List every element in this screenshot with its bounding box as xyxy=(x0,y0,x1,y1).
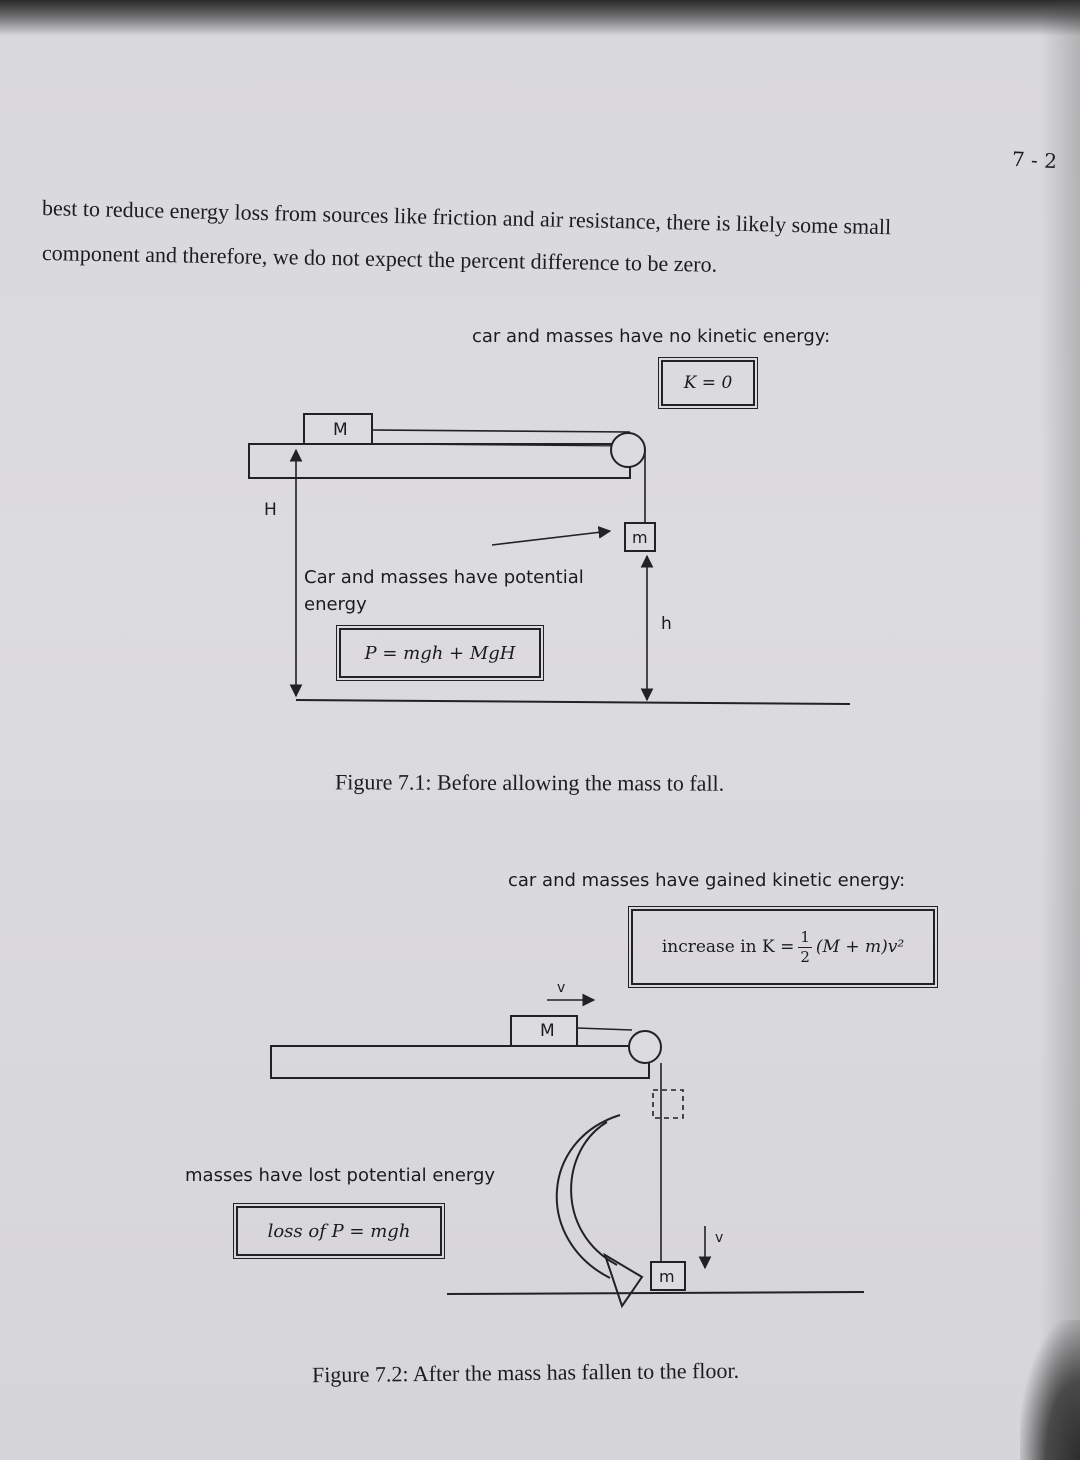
page-right-edge xyxy=(1040,0,1080,1460)
figure2-kinetic-suffix: (M + m)v² xyxy=(815,937,905,957)
figure2-loss-box: loss of P = mgh xyxy=(233,1203,445,1259)
figure2-caption: Figure 7.2: After the mass has fallen to… xyxy=(311,1357,740,1388)
figure2-loss-equation: loss of P = mgh xyxy=(267,1220,411,1242)
figure1-car-label: M xyxy=(333,420,348,440)
figure1-kinetic-text: K = 0 xyxy=(683,373,733,393)
figure1-height-h-label: h xyxy=(661,614,672,634)
figure2-lost-energy-label: masses have lost potential energy xyxy=(185,1165,496,1186)
figure2-fraction-denominator: 2 xyxy=(800,947,810,966)
figure2-fraction-numerator: 1 xyxy=(798,927,812,948)
figure2-kinetic-prefix: increase in K = xyxy=(661,937,795,957)
figure2-kinetic-fraction: 1 2 xyxy=(798,927,812,966)
figure2-velocity-top-label: v xyxy=(557,980,566,996)
figure1-potential-label-line2: energy xyxy=(304,594,367,615)
figure2-header: car and masses have gained kinetic energ… xyxy=(508,870,906,891)
figure1-header: car and masses have no kinetic energy: xyxy=(472,326,831,347)
figure2-velocity-side-label: v xyxy=(715,1230,724,1246)
figure1-potential-box: P = mgh + MgH xyxy=(336,625,544,681)
page-corner-shadow xyxy=(1020,1320,1080,1460)
figure1-potential-equation: P = mgh + MgH xyxy=(364,642,516,664)
figure1-height-H-label: H xyxy=(264,500,277,520)
figure1-kinetic-box: K = 0 xyxy=(658,357,758,409)
figure2-hanging-mass-label: m xyxy=(659,1267,675,1286)
figure2-kinetic-box: increase in K = 1 2 (M + m)v² xyxy=(628,906,938,988)
page-top-shadow xyxy=(0,0,1080,36)
figure1-track xyxy=(248,413,851,705)
figure2-car-label: M xyxy=(540,1021,555,1041)
figure2-kinetic-equation: increase in K = 1 2 (M + m)v² xyxy=(661,927,905,966)
figure1-hanging-mass-label: m xyxy=(632,528,648,547)
figure2-track xyxy=(270,993,865,1309)
figure1-caption: Figure 7.1: Before allowing the mass to … xyxy=(334,769,725,796)
figure1-potential-label-line1: Car and masses have potential xyxy=(304,567,584,588)
